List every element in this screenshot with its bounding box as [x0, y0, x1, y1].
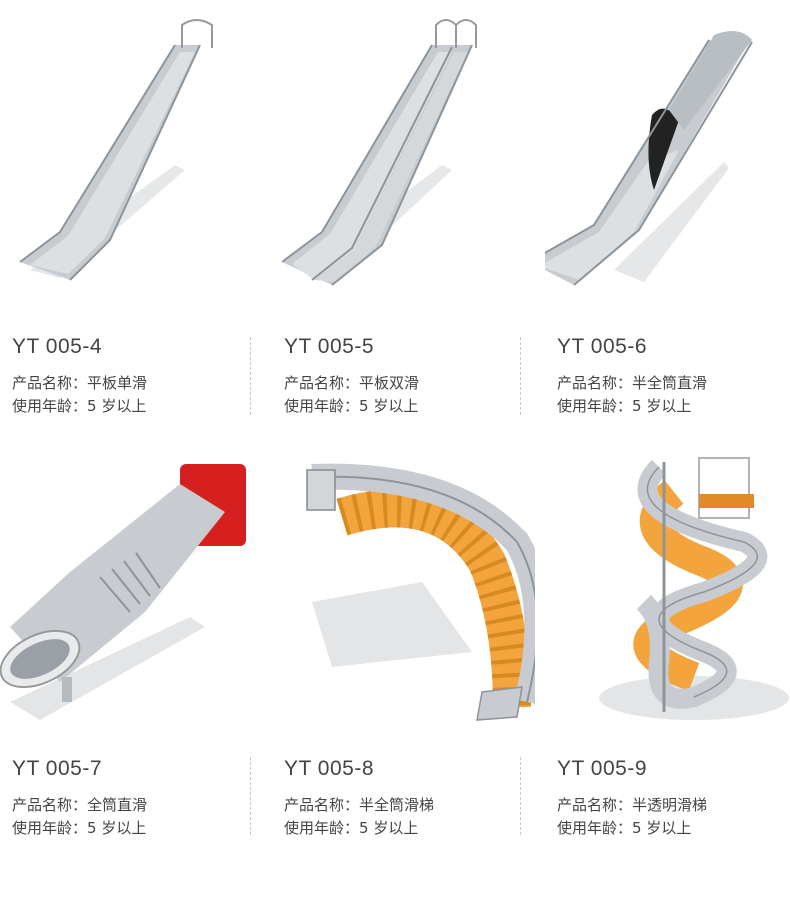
product-age-line: 使用年龄：5 岁以上 — [12, 395, 146, 416]
product-name: 平板单滑 — [87, 374, 148, 392]
product-age-line: 使用年龄：5 岁以上 — [557, 395, 691, 416]
product-name: 半全筒滑梯 — [359, 796, 435, 814]
product-image-translucent-spiral-slide[interactable] — [545, 422, 790, 742]
product-code: YT 005-5 — [284, 335, 374, 358]
name-label: 产品名称： — [12, 374, 88, 392]
name-label: 产品名称： — [557, 374, 633, 392]
product-age: 5 岁以上 — [87, 397, 147, 415]
product-code: YT 005-7 — [12, 757, 102, 780]
product-name-line: 产品名称：全筒直滑 — [12, 794, 147, 815]
name-label: 产品名称： — [284, 796, 360, 814]
product-image-half-tube-straight-slide[interactable] — [545, 0, 790, 320]
age-label: 使用年龄： — [12, 397, 88, 415]
product-card-4[interactable]: YT 005-7 产品名称：全筒直滑 使用年龄：5 岁以上 — [0, 422, 263, 842]
product-age: 5 岁以上 — [359, 397, 419, 415]
name-label: 产品名称： — [284, 374, 360, 392]
product-age-line: 使用年龄：5 岁以上 — [284, 817, 418, 838]
product-card-5[interactable]: YT 005-8 产品名称：半全筒滑梯 使用年龄：5 岁以上 — [272, 422, 535, 842]
product-age: 5 岁以上 — [632, 397, 692, 415]
product-name-line: 产品名称：平板单滑 — [12, 372, 147, 393]
product-code: YT 005-8 — [284, 757, 374, 780]
product-name: 半全筒直滑 — [632, 374, 708, 392]
product-name: 全筒直滑 — [87, 796, 148, 814]
age-label: 使用年龄： — [557, 397, 633, 415]
product-card-2[interactable]: YT 005-5 产品名称：平板双滑 使用年龄：5 岁以上 — [272, 0, 535, 420]
product-name: 平板双滑 — [359, 374, 420, 392]
age-label: 使用年龄： — [284, 397, 360, 415]
product-image-flat-single-slide[interactable] — [0, 0, 263, 320]
product-name: 半透明滑梯 — [632, 796, 708, 814]
product-code: YT 005-9 — [557, 757, 647, 780]
age-label: 使用年龄： — [284, 819, 360, 837]
product-age-line: 使用年龄：5 岁以上 — [12, 817, 146, 838]
product-image-flat-double-slide[interactable] — [272, 0, 535, 320]
product-card-1[interactable]: YT 005-4 产品名称：平板单滑 使用年龄：5 岁以上 — [0, 0, 263, 420]
product-name-line: 产品名称：半全筒直滑 — [557, 372, 707, 393]
product-age-line: 使用年龄：5 岁以上 — [557, 817, 691, 838]
product-age-line: 使用年龄：5 岁以上 — [284, 395, 418, 416]
product-card-3[interactable]: YT 005-6 产品名称：半全筒直滑 使用年龄：5 岁以上 — [545, 0, 790, 420]
product-code: YT 005-6 — [557, 335, 647, 358]
name-label: 产品名称： — [12, 796, 88, 814]
divider — [250, 337, 251, 415]
age-label: 使用年龄： — [12, 819, 88, 837]
divider — [520, 337, 521, 415]
product-age: 5 岁以上 — [632, 819, 692, 837]
product-name-line: 产品名称：平板双滑 — [284, 372, 419, 393]
name-label: 产品名称： — [557, 796, 633, 814]
age-label: 使用年龄： — [557, 819, 633, 837]
product-image-full-tube-straight-slide[interactable] — [0, 422, 263, 742]
product-age: 5 岁以上 — [359, 819, 419, 837]
divider — [520, 757, 521, 835]
product-card-6[interactable]: YT 005-9 产品名称：半透明滑梯 使用年龄：5 岁以上 — [545, 422, 790, 842]
divider — [250, 757, 251, 835]
product-name-line: 产品名称：半透明滑梯 — [557, 794, 707, 815]
product-age: 5 岁以上 — [87, 819, 147, 837]
product-image-half-tube-spiral-slide[interactable] — [272, 422, 535, 742]
product-name-line: 产品名称：半全筒滑梯 — [284, 794, 434, 815]
product-code: YT 005-4 — [12, 335, 102, 358]
